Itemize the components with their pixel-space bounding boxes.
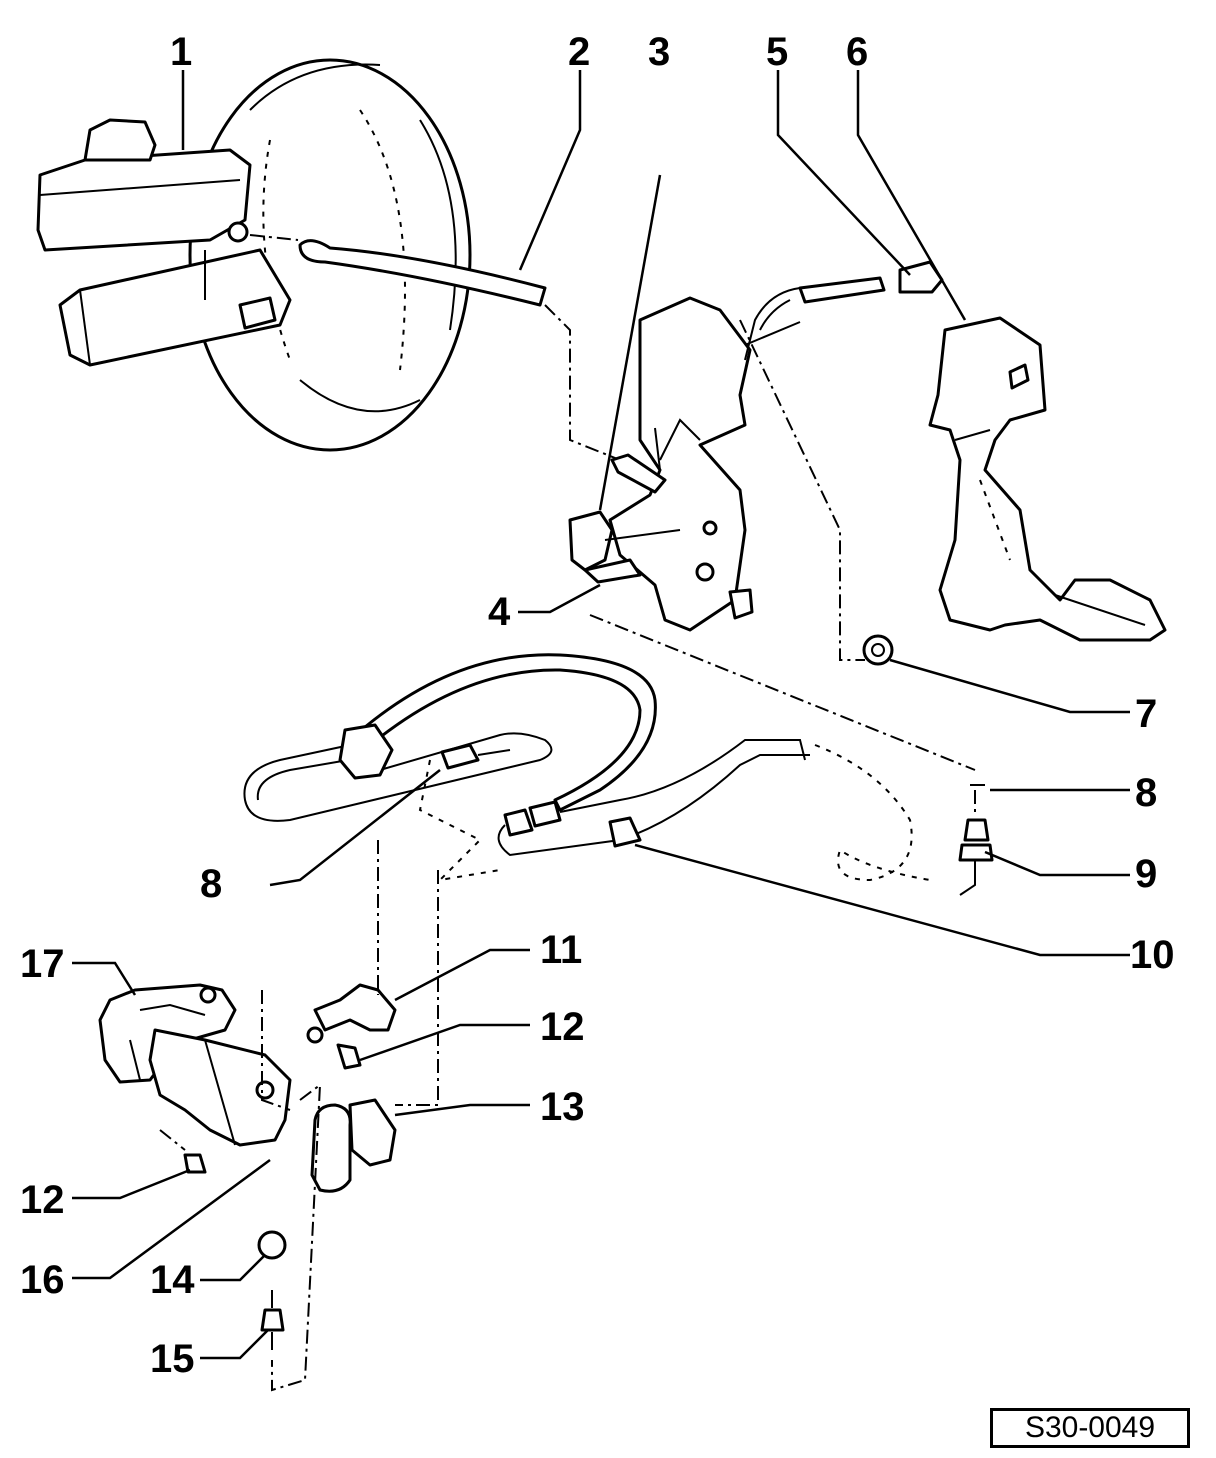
bleeder-15 (260, 1290, 285, 1350)
bolt-12-lower (183, 1153, 207, 1174)
figure-reference: S30-0049 (990, 1408, 1190, 1448)
clutch-pedal (928, 316, 1167, 642)
callout-14: 14 (150, 1258, 195, 1302)
callout-5: 5 (766, 30, 788, 74)
callout-8-right: 8 (1135, 771, 1157, 815)
callout-4: 4 (488, 590, 511, 634)
callout-17: 17 (20, 942, 65, 986)
fitting-13 (310, 1098, 397, 1193)
bleed-valve-9 (958, 818, 994, 896)
callout-9: 9 (1135, 852, 1157, 896)
bushing-7 (862, 634, 894, 666)
callout-8-left: 8 (200, 862, 222, 906)
clip-11 (306, 983, 397, 1044)
master-cylinder (58, 248, 292, 367)
slave-cylinder-16 (148, 1028, 292, 1151)
master-cylinder-pushrod (568, 174, 681, 584)
callout-12-upper: 12 (540, 1005, 585, 1049)
pedal-link (744, 260, 944, 361)
callout-1: 1 (170, 30, 192, 74)
leader-lines (72, 70, 1130, 1360)
callout-labels: 1 2 3 4 5 6 7 8 8 9 10 11 12 12 13 14 15… (20, 30, 1175, 1381)
callout-16: 16 (20, 1258, 65, 1302)
callout-2: 2 (568, 30, 590, 74)
cap-14 (257, 1230, 287, 1260)
callout-11: 11 (540, 928, 582, 972)
fluid-reservoir (36, 118, 252, 300)
reservoir-hose (249, 234, 621, 461)
callout-3: 3 (648, 30, 670, 74)
callout-15: 15 (150, 1337, 195, 1381)
pedal-bracket (608, 296, 801, 632)
callout-12-lower: 12 (20, 1178, 65, 1222)
hydraulic-line (243, 653, 931, 882)
callout-7: 7 (1135, 692, 1157, 736)
callout-13: 13 (540, 1085, 585, 1129)
bolt-12-upper (336, 1043, 362, 1070)
callout-10: 10 (1130, 933, 1175, 977)
callout-6: 6 (846, 30, 868, 74)
